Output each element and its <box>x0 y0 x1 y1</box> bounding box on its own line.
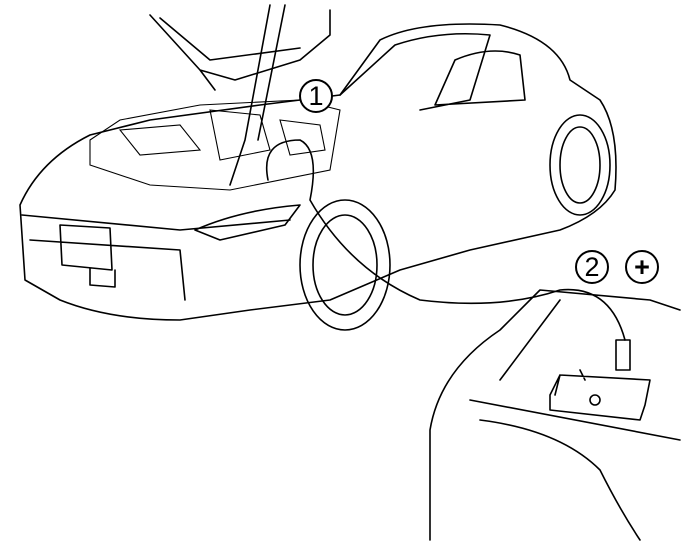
headlight <box>194 204 301 241</box>
jumper-cable <box>229 4 626 341</box>
front-bumper <box>21 214 291 301</box>
positive-clamp <box>615 339 631 371</box>
front-rim <box>312 214 378 316</box>
rear-rim <box>559 126 601 204</box>
car-body <box>19 23 617 321</box>
open-hood <box>149 9 331 91</box>
windshield <box>339 33 491 111</box>
battery-terminal <box>589 394 601 406</box>
booster-battery <box>549 369 651 421</box>
side-window <box>434 50 526 106</box>
callout-1: 1 <box>299 79 333 113</box>
callout-2: 2 <box>575 250 609 284</box>
positive-terminal-symbol: + <box>625 250 659 284</box>
rear-wheel <box>549 114 611 216</box>
front-wheel <box>299 199 391 331</box>
booster-vehicle <box>429 289 681 541</box>
engine-bay <box>89 99 341 191</box>
